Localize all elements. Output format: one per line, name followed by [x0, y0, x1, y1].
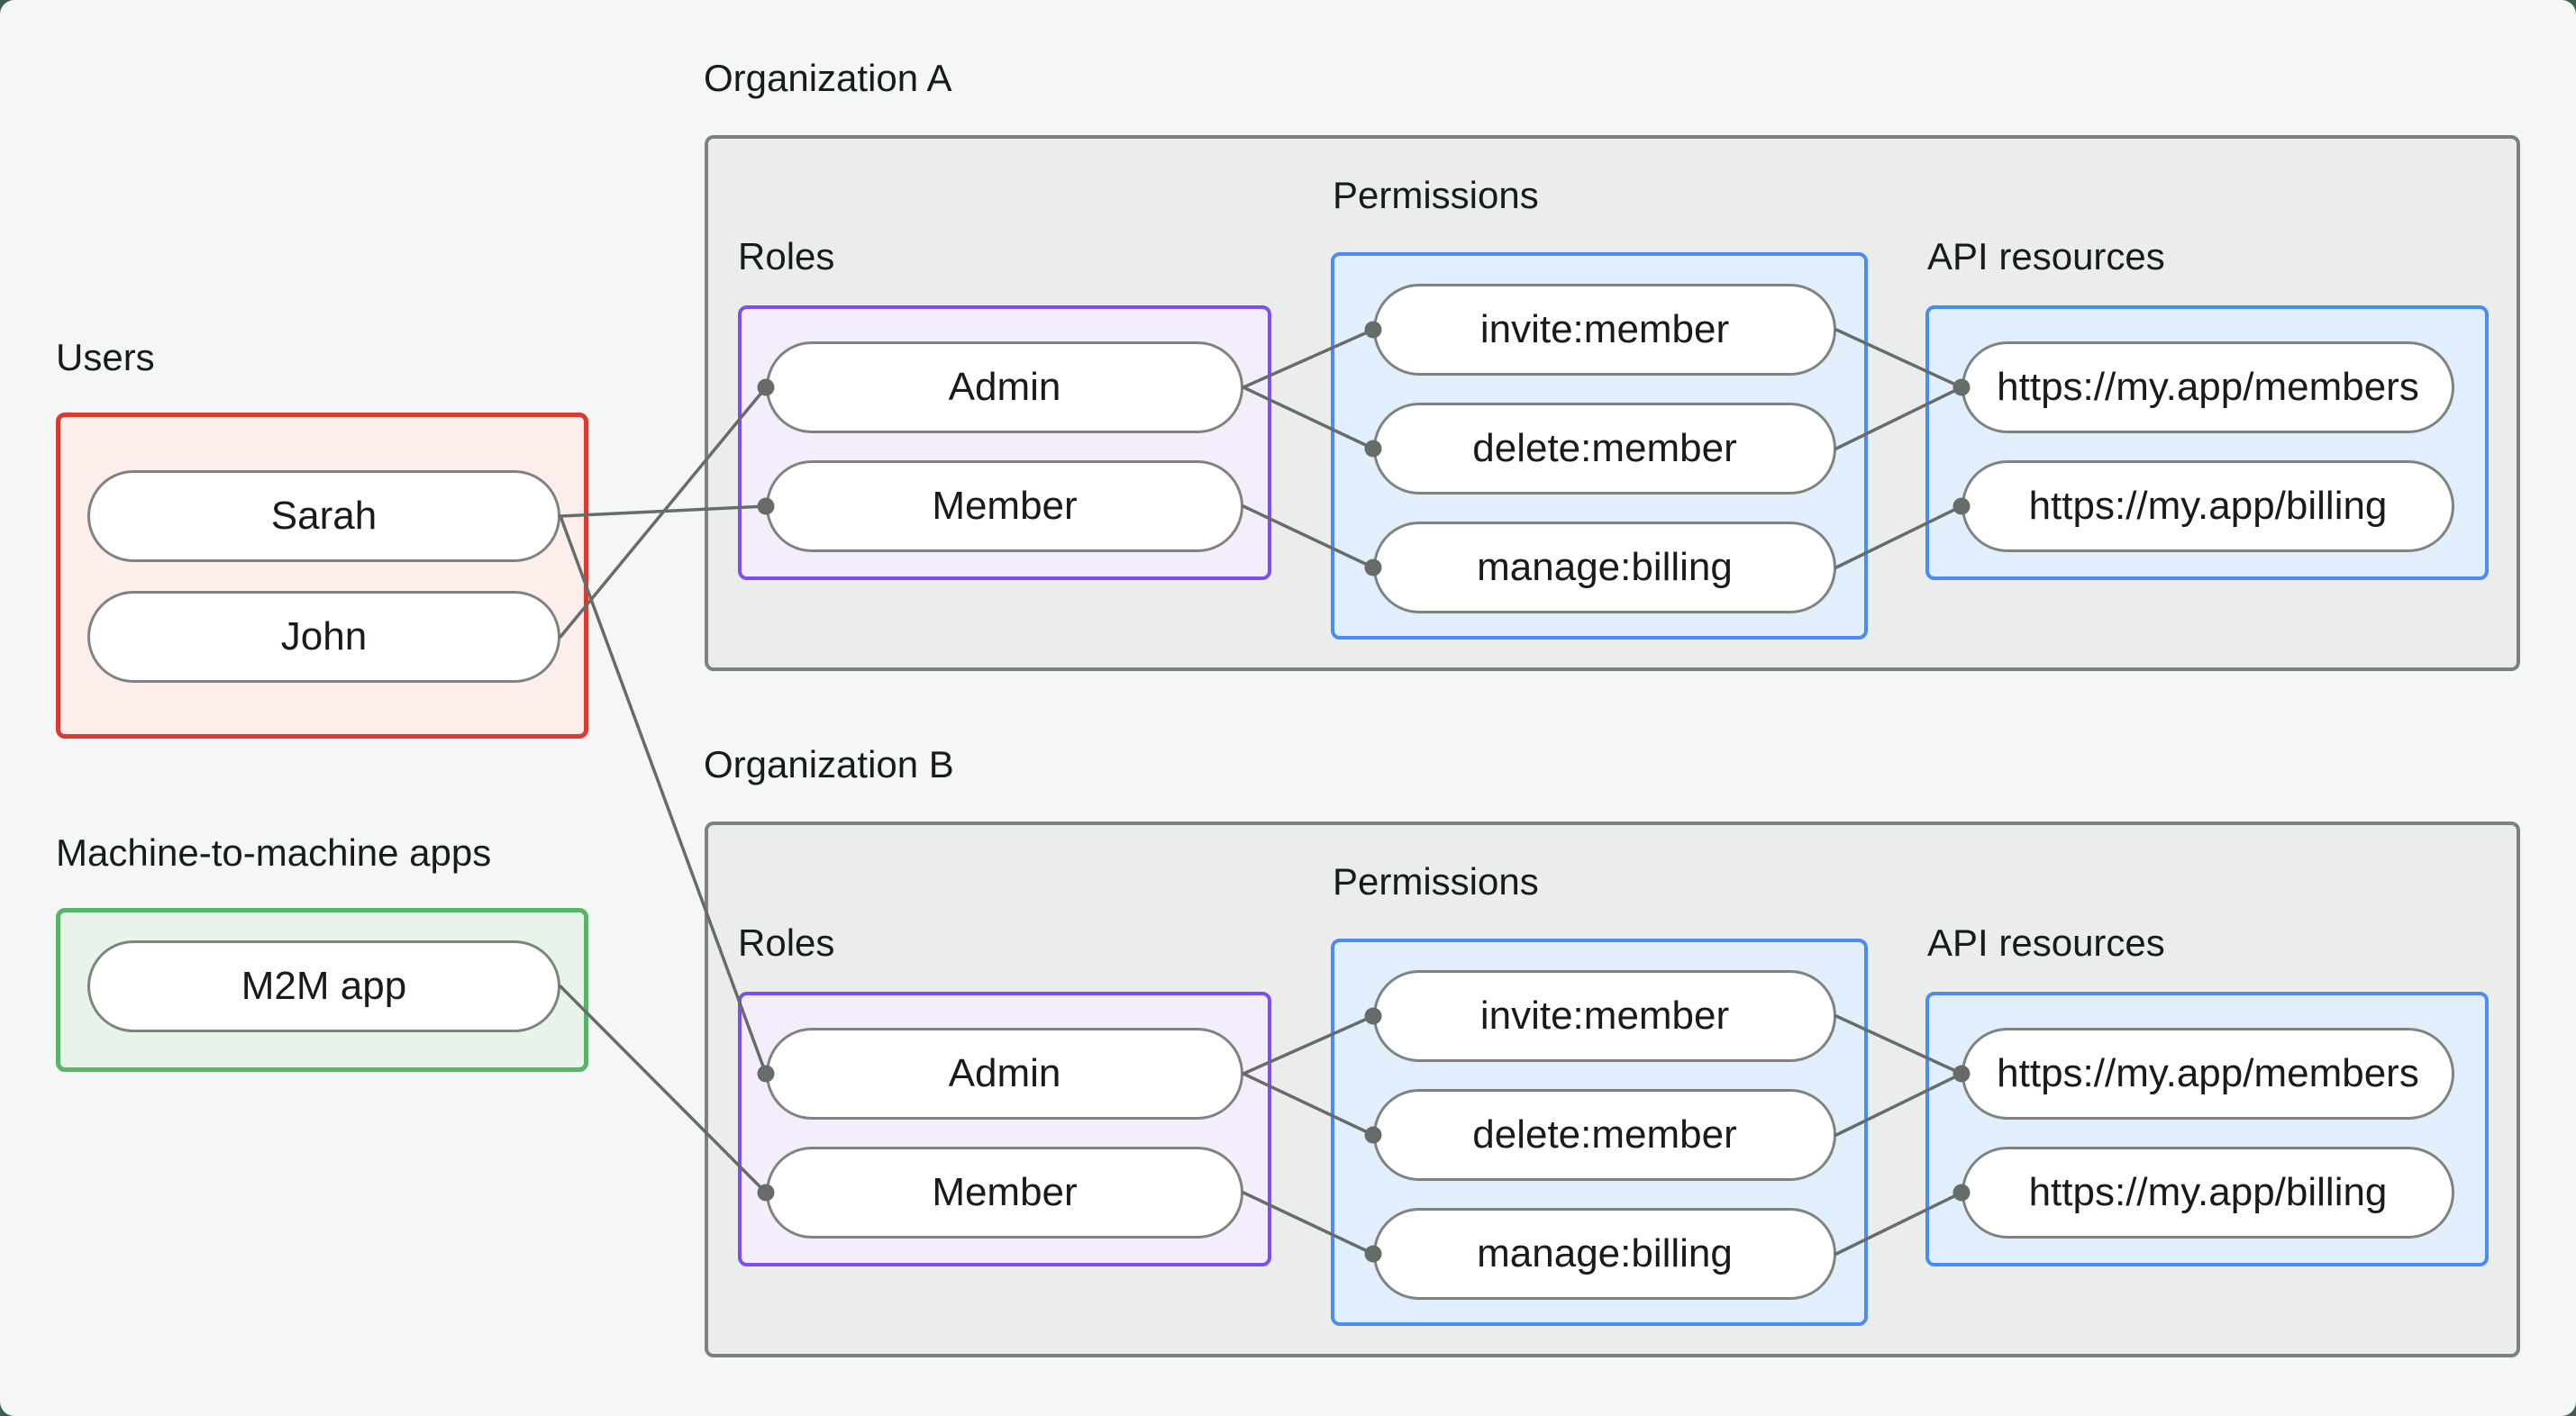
node-org-b-invite: invite:member: [1373, 970, 1836, 1062]
node-sarah: Sarah: [87, 470, 560, 562]
node-org-a-billing-api: https://my.app/billing: [1962, 460, 2454, 552]
org-a-permissions-label: Permissions: [1333, 174, 1539, 216]
node-org-a-delete: delete:member: [1373, 403, 1836, 495]
org-b-title: Organization B: [704, 743, 954, 785]
node-org-b-member: Member: [766, 1147, 1243, 1239]
org-a-roles-label: Roles: [738, 235, 835, 277]
node-org-a-admin: Admin: [766, 341, 1243, 433]
users-label: Users: [56, 336, 155, 378]
node-org-a-members-api: https://my.app/members: [1962, 341, 2454, 433]
org-a-api-label: API resources: [1927, 235, 2165, 277]
node-org-b-billing-api: https://my.app/billing: [1962, 1147, 2454, 1239]
node-org-b-members-api: https://my.app/members: [1962, 1028, 2454, 1120]
node-org-b-manage: manage:billing: [1373, 1208, 1836, 1300]
m2m-label: Machine-to-machine apps: [56, 831, 492, 874]
node-org-a-member: Member: [766, 460, 1243, 552]
org-a-title: Organization A: [704, 57, 952, 99]
node-org-b-delete: delete:member: [1373, 1089, 1836, 1181]
node-john: John: [87, 591, 560, 683]
org-b-api-label: API resources: [1927, 921, 2165, 964]
org-b-roles-label: Roles: [738, 921, 835, 964]
node-org-b-admin: Admin: [766, 1028, 1243, 1120]
users-group-box: [56, 413, 588, 739]
node-org-a-invite: invite:member: [1373, 284, 1836, 376]
node-org-a-manage: manage:billing: [1373, 522, 1836, 613]
node-m2m-app: M2M app: [87, 940, 560, 1032]
org-b-permissions-label: Permissions: [1333, 860, 1539, 903]
